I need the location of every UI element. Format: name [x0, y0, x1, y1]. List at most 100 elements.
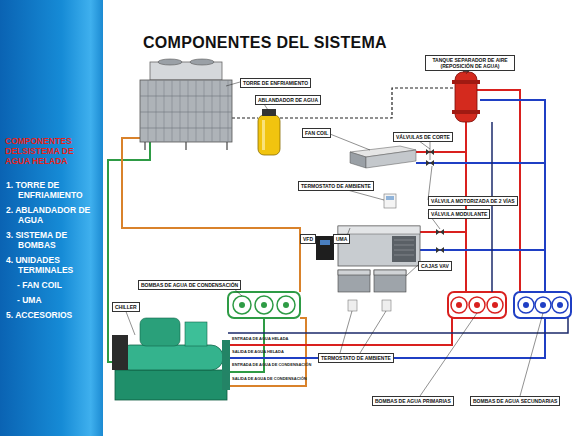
- vav-box: [338, 270, 406, 292]
- component-name: ABLANDADOR DE AGUA: [258, 97, 318, 103]
- component-name: CAJAS VAV: [421, 263, 449, 269]
- air-separator-tank: [452, 110, 480, 114]
- air-handling-unit: [338, 226, 420, 266]
- cooling-tower: [190, 59, 214, 65]
- condenser-return-pipe: [122, 138, 300, 292]
- callout-label: VFD: [300, 234, 316, 244]
- list-item: - FAN COIL: [5, 280, 99, 290]
- callout-label: VÁLVULA MODULANTE: [428, 209, 490, 219]
- air-separator-tank: [452, 80, 480, 84]
- component-name: TERMOSTATO DE AMBIENTE: [321, 355, 391, 361]
- pump-symbol: [233, 296, 251, 314]
- pump-symbol: [261, 302, 267, 308]
- chilled-water-supply-pipe: [228, 90, 520, 345]
- makeup-water-line: [232, 117, 258, 118]
- pipe-label: SALIDA DE AGUA HELADA: [232, 349, 284, 354]
- header-pipe: [228, 318, 568, 333]
- leader-line: [340, 311, 352, 353]
- air-handling-unit: [338, 226, 420, 234]
- vav-box: [338, 270, 370, 292]
- pump-symbol: [456, 302, 462, 308]
- component-name: VFD: [303, 236, 313, 242]
- chilled-water-return-pipe: [228, 318, 545, 358]
- list-item: 1. TORRE DE ENFRIAMIENTO: [5, 180, 99, 200]
- component-name: TERMOSTATO DE AMBIENTE: [301, 183, 371, 189]
- air-separator-tank: [452, 66, 480, 122]
- list-item: 4. UNIDADES TERMINALES: [5, 255, 99, 275]
- pump-symbol: [255, 296, 273, 314]
- pump-symbol: [540, 302, 546, 308]
- leader-line: [330, 134, 370, 150]
- callout-label: CHILLER: [112, 302, 140, 312]
- callout-label: BOMBAS DE AGUA DE CONDENSACIÓN: [138, 280, 241, 290]
- leader-line: [420, 313, 477, 396]
- leader-line: [520, 313, 543, 396]
- sidebar-band: COMPONENTES DELSISTEMA DE AGUA HELADA1. …: [0, 0, 103, 436]
- cooling-tower: [140, 59, 232, 150]
- vav-box: [374, 270, 406, 275]
- component-name: VÁLVULA MODULANTE: [431, 211, 487, 217]
- air-handling-unit: [394, 240, 414, 255]
- callout-label: VÁLVULA MOTORIZADA DE 2 VÍAS: [428, 196, 518, 206]
- pump-symbol: [523, 302, 529, 308]
- condenser-pipe: [108, 142, 300, 372]
- condenser-pipe: [228, 292, 300, 318]
- chilled-water-supply-pipe: [465, 122, 467, 292]
- pipe-label: ENTRADA DE AGUA DE CONDENSACIÓN: [232, 362, 311, 367]
- pump-symbol: [239, 302, 245, 308]
- header-pipe: [491, 122, 493, 292]
- chiller-unit: [140, 318, 180, 346]
- list-item: 5. ACCESORIOS: [5, 310, 99, 320]
- pump-symbol: [518, 297, 534, 313]
- callout-label: ABLANDADOR DE AGUA: [255, 95, 321, 105]
- vav-box: [374, 270, 406, 292]
- condenser-return-pipe: [228, 318, 306, 386]
- component-name: BOMBAS DE AGUA SECUNDARIAS: [473, 398, 557, 404]
- air-separator-tank: [455, 72, 477, 122]
- chiller-unit: [112, 318, 230, 400]
- list-item: - UMA: [5, 295, 99, 305]
- water-softener: [258, 115, 280, 155]
- pipe-label: ENTRADA DE AGUA HELADA: [232, 336, 288, 341]
- component-name: TANQUE SEPARADOR DE AIRE (REPOSICIÓN DE …: [428, 57, 512, 69]
- leader-line: [428, 166, 432, 200]
- callout-label: FAN COIL: [302, 128, 331, 138]
- vfd-drive: [316, 236, 334, 260]
- valve-symbol: [436, 229, 444, 235]
- leader-line: [226, 82, 240, 86]
- water-softener: [262, 109, 276, 116]
- chiller-unit: [185, 322, 207, 346]
- component-name: VÁLVULA MOTORIZADA DE 2 VÍAS: [431, 198, 515, 204]
- fan-coil-unit: [350, 146, 416, 168]
- component-name: VÁLVULAS DE CORTE: [396, 134, 450, 140]
- thermostat: [348, 300, 391, 311]
- water-softener: [262, 120, 265, 150]
- pump-symbol: [277, 296, 295, 314]
- list-item: 2. ABLANDADOR DE AGUA: [5, 205, 99, 225]
- component-name: BOMBAS DE AGUA DE CONDENSACIÓN: [141, 282, 238, 288]
- chiller-unit: [222, 340, 230, 390]
- callout-label: BOMBAS DE AGUA PRIMARIAS: [372, 396, 454, 406]
- thermostat: [382, 300, 391, 311]
- pump-symbol: [552, 297, 568, 313]
- header-pipe: [228, 122, 568, 333]
- chilled-water-supply-pipe: [477, 90, 520, 292]
- component-name: CHILLER: [115, 304, 137, 310]
- chiller-unit: [112, 335, 128, 370]
- thermostat: [384, 194, 396, 208]
- chilled-water-supply-pipe: [416, 151, 466, 153]
- thermostat: [386, 196, 394, 200]
- cooling-tower: [145, 142, 227, 150]
- pump-symbol: [492, 302, 498, 308]
- chiller-unit: [115, 370, 227, 400]
- water-softener: [258, 109, 280, 155]
- component-name: BOMBAS DE AGUA PRIMARIAS: [375, 398, 451, 404]
- air-handling-unit: [392, 236, 416, 262]
- callout-label: BOMBAS DE AGUA SECUNDARIAS: [470, 396, 560, 406]
- cooling-tower: [140, 80, 232, 142]
- chiller-unit: [118, 345, 223, 370]
- valve-symbol: [426, 160, 434, 166]
- list-item: 3. SISTEMA DE BOMBAS: [5, 230, 99, 250]
